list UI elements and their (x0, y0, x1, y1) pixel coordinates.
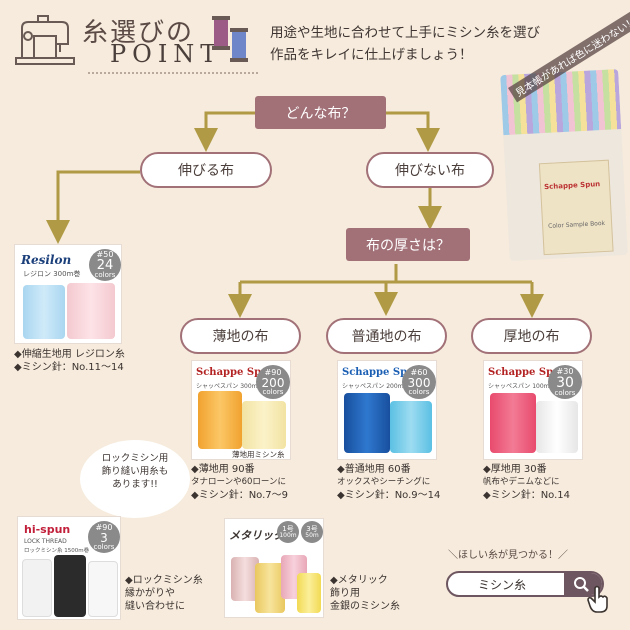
search-bar[interactable]: ミシン糸 (446, 571, 604, 597)
desc-line: ◆普通地用 60番 (337, 464, 411, 475)
node-thin-fabric[interactable]: 薄地の布 (180, 318, 301, 354)
speech-line: あります!! (112, 479, 158, 490)
product-subtitle: レジロン 300m巻 (23, 270, 81, 278)
desc-line: 縫い合わせに (125, 601, 185, 612)
desc-line: ◆メタリック (330, 575, 388, 586)
page-title: 糸選びの (82, 18, 195, 48)
size-badge-2: 3号 50m (301, 521, 323, 543)
thick-description: ◆厚地用 30番 帆布やデニムなどに ◆ミシン針：No.14 (483, 463, 570, 502)
thread-spool-white (536, 401, 578, 453)
product-card-resilon[interactable]: Resilon レジロン 300m巻 #50 24 colors (14, 244, 122, 344)
desc-line: ◆厚地用 30番 (483, 464, 547, 475)
desc-line: ◆ミシン針：No.14 (483, 490, 571, 501)
product-card-thin[interactable]: Schappe Spun シャッペスパン 300m巻 #90 200 color… (191, 360, 291, 460)
pointer-hand-icon (587, 585, 608, 613)
resilon-description: ◆伸縮生地用 レジロン糸 ◆ミシン針：No.11〜14 (14, 348, 125, 374)
color-count-badge: #90 200 colors (256, 365, 290, 399)
desc-line: 飾り用 (330, 588, 360, 599)
product-subtitle: ロックミシン糸 1500m巻 (24, 548, 90, 554)
search-icon (574, 577, 589, 592)
node-non-stretch-fabric[interactable]: 伸びない布 (366, 152, 494, 188)
thread-cone-white (22, 559, 52, 617)
desc-line: ◆薄地用 90番 (191, 464, 255, 475)
desc-line: タナローンや60ローンに (191, 477, 286, 487)
product-caption: 薄地用ミシン糸 (232, 450, 285, 459)
product-card-metallic[interactable]: メタリック 1号 100m 3号 50m (224, 518, 324, 618)
desc-line: オックスやシーチングに (337, 477, 431, 487)
thin-description: ◆薄地用 90番 タナローンや60ローンに ◆ミシン針：No.7〜9 (191, 463, 288, 502)
product-brand: メタリック (229, 529, 284, 542)
thread-spool-sky (390, 401, 432, 453)
thread-cone-white (88, 561, 118, 617)
page-title-en: POINT (110, 40, 223, 68)
desc-line: ◆ミシン針：No.9〜14 (337, 490, 441, 501)
hispun-description: ◆ロックミシン糸 縁かがりや 縫い合わせに (125, 574, 203, 613)
thread-spool-silver (231, 557, 259, 601)
product-card-thick[interactable]: Schappe Spun シャッペスパン 100m巻 #30 30 colors (483, 360, 583, 460)
desc-line: 金銀のミシン糸 (330, 601, 400, 612)
color-count-badge: #30 30 colors (548, 365, 582, 399)
product-subtitle: シャッペスパン 200m巻 (342, 383, 410, 390)
product-card-hispun[interactable]: hi-spun LOCK THREAD ロックミシン糸 1500m巻 #90 3… (17, 516, 121, 620)
thread-spool-gold (255, 563, 285, 613)
node-normal-fabric[interactable]: 普通地の布 (326, 318, 447, 354)
intro-line-1: 用途や生地に合わせて上手にミシン糸を選び (270, 25, 540, 41)
product-brand: Resilon (21, 253, 72, 267)
speech-line: 飾り縫い用糸も (101, 466, 169, 477)
normal-description: ◆普通地用 60番 オックスやシーチングに ◆ミシン針：No.9〜14 (337, 463, 440, 502)
search-caption: ＼ほしい糸が見つかる！／ (448, 550, 568, 561)
desc-line: 帆布やデニムなどに (483, 477, 560, 487)
search-button[interactable] (564, 573, 602, 595)
metallic-description: ◆メタリック 飾り用 金銀のミシン糸 (330, 574, 400, 613)
node-stretch-fabric[interactable]: 伸びる布 (140, 152, 272, 188)
color-count-badge: #60 300 colors (402, 365, 436, 399)
desc-line: ◆ミシン針：No.11〜14 (14, 362, 124, 373)
title-divider (88, 72, 258, 74)
thread-spool-cream (242, 401, 286, 449)
product-brand: hi-spun (24, 523, 71, 536)
speech-bubble: ロックミシン用 飾り縫い用糸も あります!! (80, 440, 190, 518)
thread-cone-black (54, 555, 86, 617)
speech-line: ロックミシン用 (101, 453, 169, 464)
product-card-normal[interactable]: Schappe Spun シャッペスパン 200m巻 #60 300 color… (337, 360, 437, 460)
product-brand: Schappe Spun (488, 367, 568, 378)
color-count-badge: #50 24 colors (89, 249, 121, 281)
sewing-machine-icon (15, 15, 75, 65)
size-badge-1: 1号 100m (277, 521, 299, 543)
product-brand: Schappe Spun (342, 367, 422, 378)
thread-spool-pink (67, 283, 115, 339)
node-thick-fabric[interactable]: 厚地の布 (471, 318, 592, 354)
color-count-badge: #90 3 colors (88, 521, 120, 553)
product-subtitle: LOCK THREAD (24, 538, 67, 545)
product-subtitle: シャッペスパン 100m巻 (488, 383, 556, 390)
desc-line: ◆ロックミシン糸 (125, 575, 203, 586)
thread-spool-blue (23, 285, 65, 339)
desc-line: 縁かがりや (125, 588, 175, 599)
product-brand: Schappe Spun (196, 367, 276, 378)
thread-spool-yellow (297, 573, 321, 613)
intro-text: 用途や生地に合わせて上手にミシン糸を選び 作品をキレイに仕上げましょう！ (270, 22, 600, 66)
intro-line-2: 作品をキレイに仕上げましょう！ (270, 47, 473, 63)
thread-spool-navy (344, 393, 390, 453)
desc-line: ◆ミシン針：No.7〜9 (191, 490, 289, 501)
desc-line: ◆伸縮生地用 レジロン糸 (14, 349, 125, 360)
question-fabric-type: どんな布？ (255, 96, 386, 129)
thread-spools-icon (212, 16, 248, 62)
product-subtitle: シャッペスパン 300m巻 (196, 383, 264, 390)
thread-spool-orange (198, 391, 242, 449)
question-fabric-thickness: 布の厚さは？ (346, 228, 470, 261)
search-input[interactable]: ミシン糸 (478, 578, 527, 592)
thread-spool-pink (490, 393, 536, 453)
